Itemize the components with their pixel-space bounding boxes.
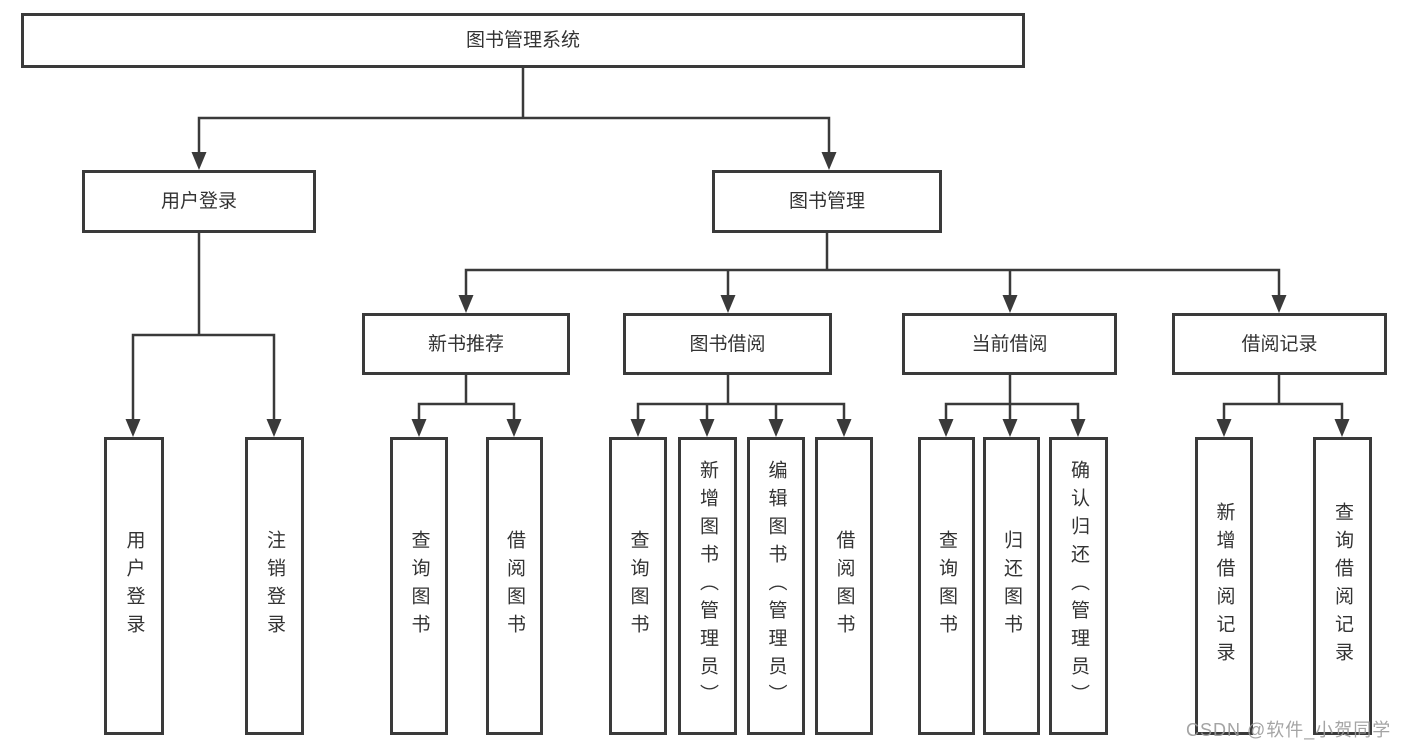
leaf-bb-edit-book-admin: 编辑图书（管理员） — [747, 437, 805, 735]
leaf-cb-return-book: 归还图书 — [983, 437, 1040, 735]
arrow-down-icon — [458, 295, 474, 313]
arrow-down-icon — [1002, 419, 1018, 437]
node-borrow-record: 借阅记录 — [1172, 313, 1387, 375]
leaf-cb-confirm-return-admin: 确认归还（管理员） — [1049, 437, 1108, 735]
leaf-user-login: 用户登录 — [104, 437, 164, 735]
node-root-system: 图书管理系统 — [21, 13, 1025, 68]
connector-nbr-bar — [417, 402, 516, 421]
connector-level2-bar — [197, 116, 831, 153]
leaf-nbr-query-book: 查询图书 — [390, 437, 448, 735]
arrow-down-icon — [266, 419, 282, 437]
node-current-borrow: 当前借阅 — [902, 313, 1117, 375]
leaf-bb-query-book: 查询图书 — [609, 437, 667, 735]
arrow-down-icon — [506, 419, 522, 437]
arrowheads — [125, 152, 1350, 437]
arrow-down-icon — [720, 295, 736, 313]
leaf-bb-borrow-book: 借阅图书 — [815, 437, 873, 735]
arrow-down-icon — [1070, 419, 1086, 437]
leaf-bb-add-book-admin: 新增图书（管理员） — [678, 437, 737, 735]
leaf-logout: 注销登录 — [245, 437, 304, 735]
leaf-nbr-borrow-book: 借阅图书 — [486, 437, 543, 735]
arrow-down-icon — [699, 419, 715, 437]
arrow-down-icon — [411, 419, 427, 437]
arrow-down-icon — [938, 419, 954, 437]
arrow-down-icon — [821, 152, 837, 170]
arrow-down-icon — [191, 152, 207, 170]
node-new-book-recommend: 新书推荐 — [362, 313, 570, 375]
node-book-management: 图书管理 — [712, 170, 942, 233]
connector-cb-bar — [944, 402, 1080, 421]
watermark: CSDN @软件_小贺同学 — [1186, 720, 1392, 740]
leaf-br-add-record: 新增借阅记录 — [1195, 437, 1253, 735]
node-user-login: 用户登录 — [82, 170, 316, 233]
connector-br-bar — [1222, 402, 1344, 421]
arrow-down-icon — [836, 419, 852, 437]
arrow-down-icon — [1334, 419, 1350, 437]
connector-level3-bar — [464, 268, 1281, 296]
arrow-down-icon — [125, 419, 141, 437]
arrow-down-icon — [1216, 419, 1232, 437]
node-book-borrow: 图书借阅 — [623, 313, 832, 375]
arrow-down-icon — [768, 419, 784, 437]
connector-bb-bar — [636, 402, 846, 421]
leaf-br-query-record: 查询借阅记录 — [1313, 437, 1372, 735]
connector-userlogin-bar — [131, 333, 276, 421]
arrow-down-icon — [630, 419, 646, 437]
arrow-down-icon — [1002, 295, 1018, 313]
arrow-down-icon — [1271, 295, 1287, 313]
leaf-cb-query-book: 查询图书 — [918, 437, 975, 735]
